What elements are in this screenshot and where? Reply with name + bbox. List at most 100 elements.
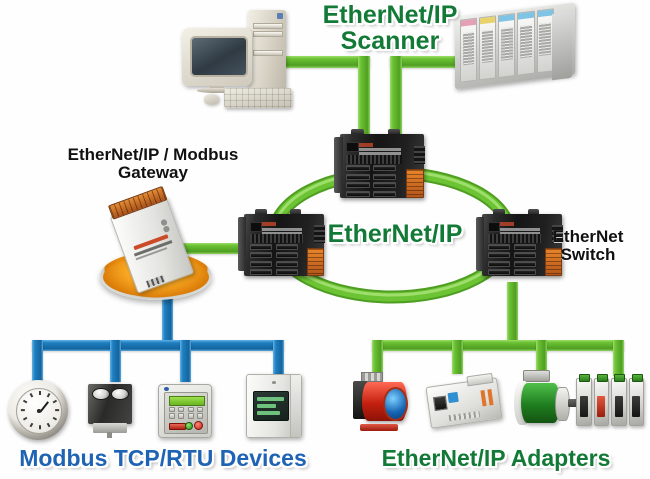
port-leds xyxy=(314,225,326,243)
rj45-port[interactable] xyxy=(249,268,273,275)
workstation-pc[interactable] xyxy=(176,6,296,110)
keypad-key[interactable] xyxy=(178,406,185,413)
cable-plc-to-switch-vertical xyxy=(390,56,402,146)
plc-module[interactable] xyxy=(536,8,554,75)
rj45-port[interactable] xyxy=(513,268,536,275)
port-leds xyxy=(552,225,564,243)
sensor-lens-icon xyxy=(92,388,111,401)
sensor-lens-icon xyxy=(110,388,129,401)
photoelectric-sensor[interactable] xyxy=(88,384,132,438)
rj45-port[interactable] xyxy=(487,252,511,259)
label-ethernetip-adapters: EtherNet/IP Adapters xyxy=(381,445,611,471)
panel-keypad[interactable] xyxy=(168,406,204,419)
monitor-screen xyxy=(190,35,248,77)
sensor-pin xyxy=(107,432,112,438)
explosion-proof-camera[interactable] xyxy=(352,372,410,431)
io-rj45-port[interactable] xyxy=(432,395,448,412)
rj45-port[interactable] xyxy=(275,260,298,267)
label-modbus-devices: Modbus TCP/RTU Devices xyxy=(19,445,307,471)
rj45-port[interactable] xyxy=(373,190,397,197)
rj45-port[interactable] xyxy=(513,244,536,251)
ethernet-switch-left[interactable] xyxy=(238,208,330,280)
breaker-unit[interactable] xyxy=(593,374,609,426)
ethernetip-drop-3 xyxy=(536,340,547,376)
crt-monitor xyxy=(182,28,252,93)
din-clip xyxy=(527,208,540,216)
switch-side-panel xyxy=(334,136,343,194)
panel-lcd-display xyxy=(168,396,206,406)
breaker-unit[interactable] xyxy=(576,374,592,426)
rotary-encoder[interactable] xyxy=(512,370,581,428)
motor-starter-bank[interactable] xyxy=(576,374,644,426)
panel-stop-button[interactable] xyxy=(193,420,203,431)
rj45-port[interactable] xyxy=(513,260,536,267)
rj45-port[interactable] xyxy=(373,182,397,189)
panel-start-button[interactable] xyxy=(185,421,193,430)
ethernet-switch-top[interactable] xyxy=(334,128,430,202)
keypad-key[interactable] xyxy=(168,406,176,413)
keypad-key[interactable] xyxy=(196,413,204,419)
tower-drive-bay xyxy=(253,22,283,29)
breaker-unit[interactable] xyxy=(611,374,627,426)
rj45-port[interactable] xyxy=(346,190,370,197)
rj45-port-group[interactable] xyxy=(487,244,536,275)
din-clip xyxy=(254,208,267,216)
ethernet-switch-right[interactable] xyxy=(476,208,568,280)
mouse[interactable] xyxy=(204,94,219,105)
tower-drive-bay xyxy=(253,30,283,37)
rj45-port[interactable] xyxy=(487,260,511,267)
modbus-trunk xyxy=(32,340,284,351)
breaker-unit[interactable] xyxy=(628,374,644,426)
rj45-port[interactable] xyxy=(249,260,273,267)
power-meter[interactable] xyxy=(246,374,302,438)
pc-tower xyxy=(248,10,286,90)
camera-lens-icon xyxy=(382,387,408,421)
plc-module[interactable] xyxy=(517,10,535,77)
switch-vent xyxy=(249,233,304,243)
panel-power-led xyxy=(164,387,169,392)
tower-drive-bay xyxy=(253,50,283,56)
rj45-port[interactable] xyxy=(249,244,273,251)
rj45-port[interactable] xyxy=(275,268,298,275)
keypad-key[interactable] xyxy=(196,406,204,413)
rj45-port-group[interactable] xyxy=(346,165,397,197)
switch-side-panel xyxy=(476,216,485,272)
keypad-key[interactable] xyxy=(187,413,194,419)
panel-function-bar[interactable] xyxy=(169,422,186,430)
rj45-port[interactable] xyxy=(487,244,511,251)
din-clip xyxy=(492,208,505,216)
rj45-port[interactable] xyxy=(346,173,370,180)
io-connector-strip xyxy=(448,411,481,421)
remote-io-block[interactable] xyxy=(425,372,503,429)
meter-indicator-icon xyxy=(271,380,277,384)
rj45-port[interactable] xyxy=(346,165,370,172)
rj45-port-group[interactable] xyxy=(249,244,298,275)
rj45-port[interactable] xyxy=(249,252,273,259)
keypad-key[interactable] xyxy=(187,406,194,413)
ethernetip-riser xyxy=(507,282,518,346)
status-leds xyxy=(249,221,263,232)
rj45-port[interactable] xyxy=(346,182,370,189)
rj45-port[interactable] xyxy=(487,268,511,275)
plc-module[interactable] xyxy=(498,13,516,79)
rj45-port[interactable] xyxy=(373,165,397,172)
din-clip xyxy=(289,208,302,216)
panel-inner-frame xyxy=(163,392,209,434)
rj45-port[interactable] xyxy=(513,252,536,259)
power-terminal-block xyxy=(306,248,325,277)
analog-gauge-meter[interactable] xyxy=(8,380,68,440)
din-clip xyxy=(351,128,364,136)
keyboard[interactable] xyxy=(224,88,292,108)
din-clip xyxy=(387,128,401,136)
rj45-port[interactable] xyxy=(275,252,298,259)
camera-mount xyxy=(360,424,399,431)
keypad-key[interactable] xyxy=(178,413,185,419)
rj45-port[interactable] xyxy=(373,173,397,180)
operator-panel[interactable] xyxy=(158,384,212,438)
encoder-body xyxy=(520,383,561,423)
keypad-key[interactable] xyxy=(168,413,176,419)
switch-branding xyxy=(358,141,402,156)
ethernetip-trunk xyxy=(372,340,624,351)
plc-module[interactable] xyxy=(478,15,497,82)
rj45-port[interactable] xyxy=(275,244,298,251)
